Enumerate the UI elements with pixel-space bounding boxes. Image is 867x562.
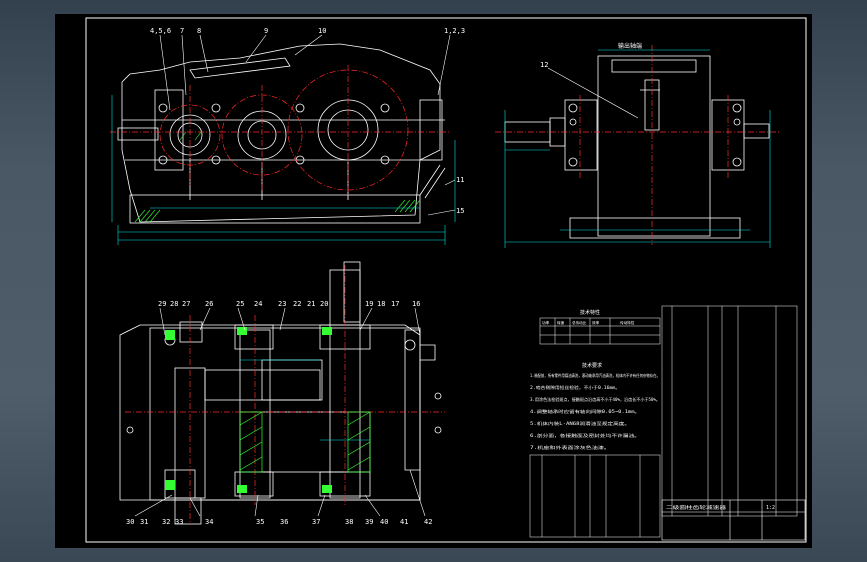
callout-27: 27 (182, 300, 190, 308)
plan-view-leaders (134, 307, 426, 517)
title-block (661, 499, 806, 541)
callout-21: 21 (307, 300, 315, 308)
callout-32: 32 (162, 518, 170, 526)
svg-text:3.用涂色法检验斑点，接触斑点沿齿高不小于40%，沿齿长不小: 3.用涂色法检验斑点，接触斑点沿齿高不小于40%，沿齿长不小于50%。 (530, 396, 660, 402)
title-block-name: 二级圆柱齿轮减速器 (666, 504, 727, 511)
callout-41: 41 (400, 518, 408, 526)
callout-34: 34 (205, 518, 213, 526)
svg-text:总传动比: 总传动比 (572, 320, 587, 325)
callout-10: 10 (318, 27, 326, 35)
callout-16: 16 (412, 300, 420, 308)
callout-31: 31 (140, 518, 148, 526)
callout-38: 38 (345, 518, 353, 526)
callout-7: 7 (180, 27, 184, 35)
callout-1-2-3: 1,2,3 (444, 27, 465, 35)
callout-37: 37 (312, 518, 320, 526)
svg-text:4.调整轴承时应留有轴向间隙0.05~0.1mm。: 4.调整轴承时应留有轴向间隙0.05~0.1mm。 (530, 408, 640, 414)
callout-33: 33 (175, 518, 183, 526)
svg-text:转速: 转速 (557, 320, 565, 325)
svg-text:5.机体内装L-AN68润滑油至规定高度。: 5.机体内装L-AN68润滑油至规定高度。 (530, 420, 630, 426)
callout-11: 11 (456, 176, 464, 184)
tech-characteristics-headers: 功率 转速 总传动比 效率 传动特性 (542, 320, 635, 325)
drawing-frame (85, 17, 807, 543)
parts-list-right (661, 305, 798, 517)
callout-9: 9 (264, 27, 268, 35)
callout-42: 42 (424, 518, 432, 526)
callout-15: 15 (456, 207, 464, 215)
front-view-hatch (134, 131, 421, 223)
front-view-dimensions (111, 95, 456, 245)
callout-8: 8 (197, 27, 201, 35)
callout-12: 12 (540, 61, 548, 69)
front-view-centerlines (110, 65, 450, 195)
drawing-sheet (55, 14, 812, 548)
callout-25: 25 (236, 300, 244, 308)
svg-text:2.啮合侧隙用铅丝检验，不小于0.16mm。: 2.啮合侧隙用铅丝检验，不小于0.16mm。 (530, 384, 620, 390)
side-view-leaders (547, 67, 639, 119)
callout-23: 23 (278, 300, 286, 308)
svg-text:功率: 功率 (542, 320, 550, 325)
callout-4-5-6: 4,5,6 (150, 27, 171, 35)
svg-text:7.机座和外表面涂灰色油漆。: 7.机座和外表面涂灰色油漆。 (530, 444, 610, 450)
tech-requirements-title: 技术要求 (582, 362, 602, 369)
callout-40: 40 (380, 518, 388, 526)
svg-text:效率: 效率 (592, 320, 600, 325)
plan-view-centerlines (125, 265, 445, 525)
callout-26: 26 (205, 300, 213, 308)
title-block-scale: 1:2 (766, 505, 775, 511)
side-view-centerlines (495, 45, 780, 245)
callout-19: 19 (365, 300, 373, 308)
svg-text:传动特性: 传动特性 (620, 320, 635, 325)
front-view-leaders (159, 34, 456, 216)
tech-characteristics-title: 技术特性 (580, 309, 600, 316)
callout-17: 17 (391, 300, 399, 308)
callout-30: 30 (126, 518, 134, 526)
callout-29: 29 (158, 300, 166, 308)
callout-36: 36 (280, 518, 288, 526)
callout-39: 39 (365, 518, 373, 526)
callout-18: 18 (377, 300, 385, 308)
side-view-title: 输出轴端 (618, 42, 642, 50)
callout-35: 35 (256, 518, 264, 526)
callout-24: 24 (254, 300, 262, 308)
parts-list-left (529, 454, 661, 538)
plan-view-callout-labels-top: 29 28 27 26 25 24 23 22 21 20 19 18 17 1… (158, 300, 420, 308)
plan-view-hatch (165, 327, 371, 493)
svg-text:1.装配前，所有零件用煤油清洗，滚动轴承用汽油清洗，机体内不: 1.装配前，所有零件用煤油清洗，滚动轴承用汽油清洗，机体内不许有任何杂物存在。 (530, 372, 660, 378)
plan-view-callout-labels-bottom: 30 31 32 33 34 35 36 37 38 39 40 41 42 (126, 518, 432, 526)
plan-view-dimensions (240, 359, 370, 441)
callout-22: 22 (293, 300, 301, 308)
side-view-dimensions (504, 49, 771, 248)
front-view-callout-labels: 4,5,6 7 8 9 10 1,2,3 11 15 (150, 27, 465, 215)
callout-20: 20 (320, 300, 328, 308)
tech-characteristics-table (539, 317, 661, 345)
tech-requirements: 1.装配前，所有零件用煤油清洗，滚动轴承用汽油清洗，机体内不许有任何杂物存在。 … (530, 372, 660, 450)
callout-28: 28 (170, 300, 178, 308)
svg-text:6.剖分面，各接触面及密封处均不许漏油。: 6.剖分面，各接触面及密封处均不许漏油。 (530, 432, 640, 438)
